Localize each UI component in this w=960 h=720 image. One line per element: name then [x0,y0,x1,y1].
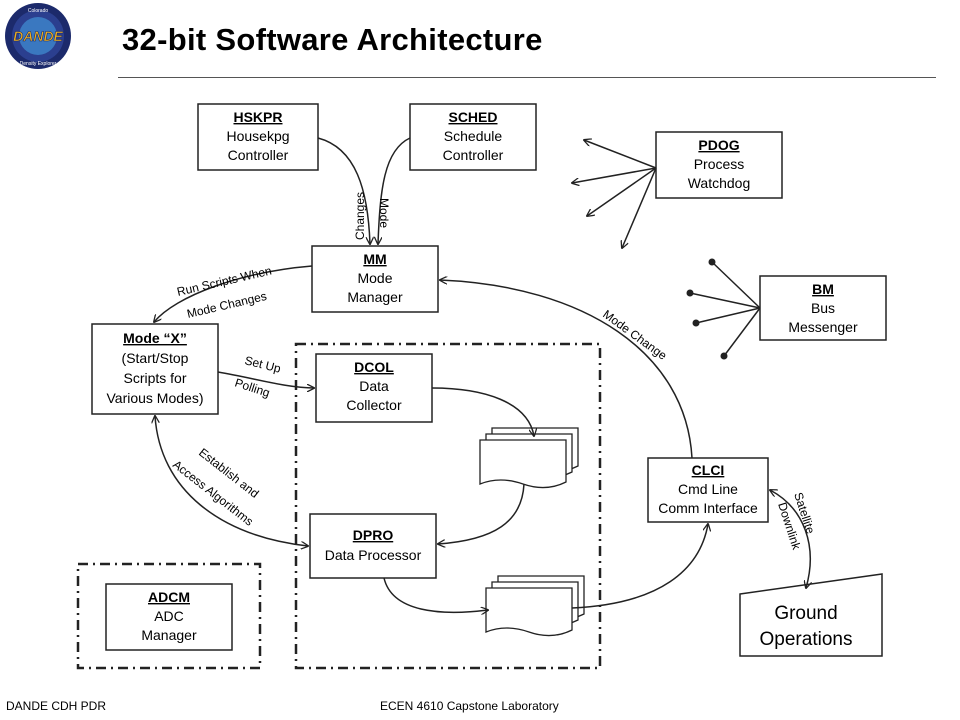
label-mode: Mode [377,198,391,228]
logo-wordmark: DANDE [13,28,63,44]
adcm-id: ADCM [148,589,190,605]
ground-line-2: Operations [760,629,853,650]
dande-logo: Colorado Density Explorer DANDE [5,3,71,69]
logo-ring-top: Colorado [28,8,49,14]
ground-operations-box: Ground Operations [739,573,883,657]
mm-line-1: Mode [357,270,392,286]
clci-to-mm-arrow [440,280,693,459]
modex-line-1: (Start/Stop [122,350,189,366]
ground-line-1: Ground [774,603,837,624]
logo-ring-bottom: Density Explorer [20,61,57,67]
modex-dpro-arrow [155,416,308,546]
dcol-line-2: Collector [346,397,402,413]
pdog-line-1: Process [694,156,745,172]
logo-earth [19,17,57,55]
mm-box: MM Mode Manager [311,245,439,313]
documents-to-dpro-arrow [438,483,525,544]
dcol-line-1: Data [359,378,389,394]
sched-line-1: Schedule [444,128,503,144]
mm-id: MM [363,251,386,267]
modex-id: Mode “X” [123,330,187,346]
label-mode-change: Mode Change [600,307,669,363]
hskpr-line-1: Housekpg [226,128,289,144]
sched-line-2: Controller [443,147,504,163]
bm-line-2: Messenger [788,319,858,335]
clci-ground-arrow [770,490,810,588]
collected-data-documents [479,427,579,489]
dcol-box: DCOL Data Collector [315,353,433,423]
adcm-line-2: Manager [141,627,197,643]
sched-box: SCHED Schedule Controller [409,103,537,171]
dcol-id: DCOL [354,359,394,375]
label-changes: Changes [353,192,367,240]
mm-to-modex-arrow [154,265,313,322]
clci-line-1: Cmd Line [678,481,738,497]
modex-line-2: Scripts for [123,370,186,386]
mm-line-2: Manager [347,289,403,305]
slide-title: 32-bit Software Architecture [122,22,543,57]
sched-id: SCHED [448,109,497,125]
bm-radiating-lines [686,258,761,360]
adcm-line-1: ADC [154,608,184,624]
footer-left: DANDE CDH PDR [6,699,107,713]
hskpr-line-2: Controller [228,147,289,163]
bm-line-1: Bus [811,300,835,316]
bm-id: BM [812,281,834,297]
clci-id: CLCI [692,462,725,478]
processed-data-documents [485,575,585,637]
modex-to-dcol-arrow [217,371,314,388]
clci-box: CLCI Cmd Line Comm Interface [647,457,769,523]
documents-to-clci-arrow [571,524,708,609]
bm-box: BM Bus Messenger [759,275,887,341]
sched-to-mm-arrow [378,137,411,244]
hskpr-to-mm-arrow [317,137,370,244]
hskpr-id: HSKPR [233,109,282,125]
title-rule [118,77,936,78]
adcm-box: ADCM ADC Manager [105,583,233,651]
modex-box: Mode “X” (Start/Stop Scripts for Various… [91,323,219,415]
pdog-radiating-arrows [572,140,657,248]
pdog-id: PDOG [698,137,739,153]
clci-line-2: Comm Interface [658,500,758,516]
pdog-line-2: Watchdog [688,175,751,191]
pdog-box: PDOG Process Watchdog [655,131,783,199]
dpro-id: DPRO [353,527,394,543]
dpro-to-documents-arrow [383,577,488,612]
footer-center: ECEN 4610 Capstone Laboratory [380,699,559,713]
modex-line-3: Various Modes) [106,390,203,406]
dpro-box: DPRO Data Processor [309,513,437,579]
label-set-up: Set Up [243,353,282,376]
dcol-to-documents-arrow [431,387,534,436]
dpro-line-1: Data Processor [325,547,422,563]
hskpr-box: HSKPR Housekpg Controller [197,103,319,171]
adcm-group [76,562,262,670]
